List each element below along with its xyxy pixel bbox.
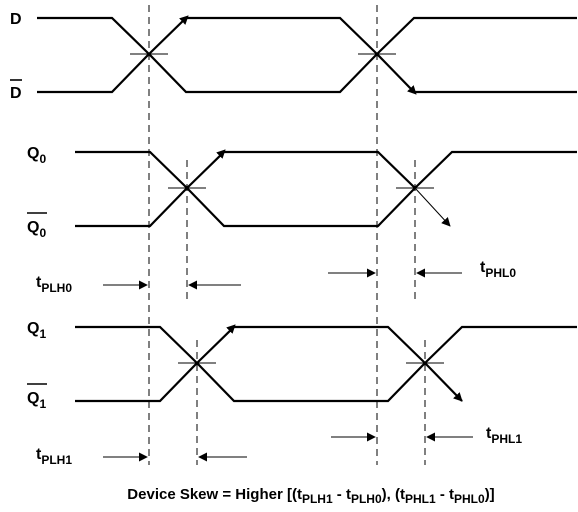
waveform-q0-high: [186, 150, 416, 189]
waveform-d-bar-low: [37, 16, 577, 94]
waveform-q0: [75, 150, 577, 228]
waveform-q1-bar-b: [196, 362, 426, 403]
label-q1: Q1: [27, 320, 46, 341]
q1-rise-arrow: [196, 324, 236, 364]
label-d-bar: D: [10, 85, 22, 102]
q0-fall-arrow: [414, 187, 451, 227]
waveform-d: [37, 16, 577, 94]
label-q0: Q0: [27, 145, 46, 166]
waveform-q0-bar-low: [75, 187, 188, 228]
device-skew-caption: Device Skew = Higher [(tPLH1 - tPLH0), (…: [127, 486, 494, 506]
label-tphl0: tPHL0: [480, 259, 516, 280]
q1-fall-arrow: [424, 362, 463, 402]
waveform-q1-c: [424, 325, 577, 364]
d-fall-arrow: [376, 53, 417, 95]
label-tplh1: tPLH1: [36, 446, 72, 467]
q0-rise-arrow: [186, 149, 226, 189]
waveform-q1-bar-a: [75, 362, 198, 403]
waveform-q1-a: [75, 325, 198, 364]
label-tphl1: tPHL1: [486, 425, 522, 446]
label-q1-bar: Q1: [27, 390, 46, 411]
d-rise-arrow: [148, 15, 189, 55]
label-tplh0: tPLH0: [36, 274, 72, 295]
label-d: D: [10, 11, 22, 28]
label-q0-bar: Q0: [27, 219, 46, 240]
waveform-q1-b: [196, 325, 426, 364]
